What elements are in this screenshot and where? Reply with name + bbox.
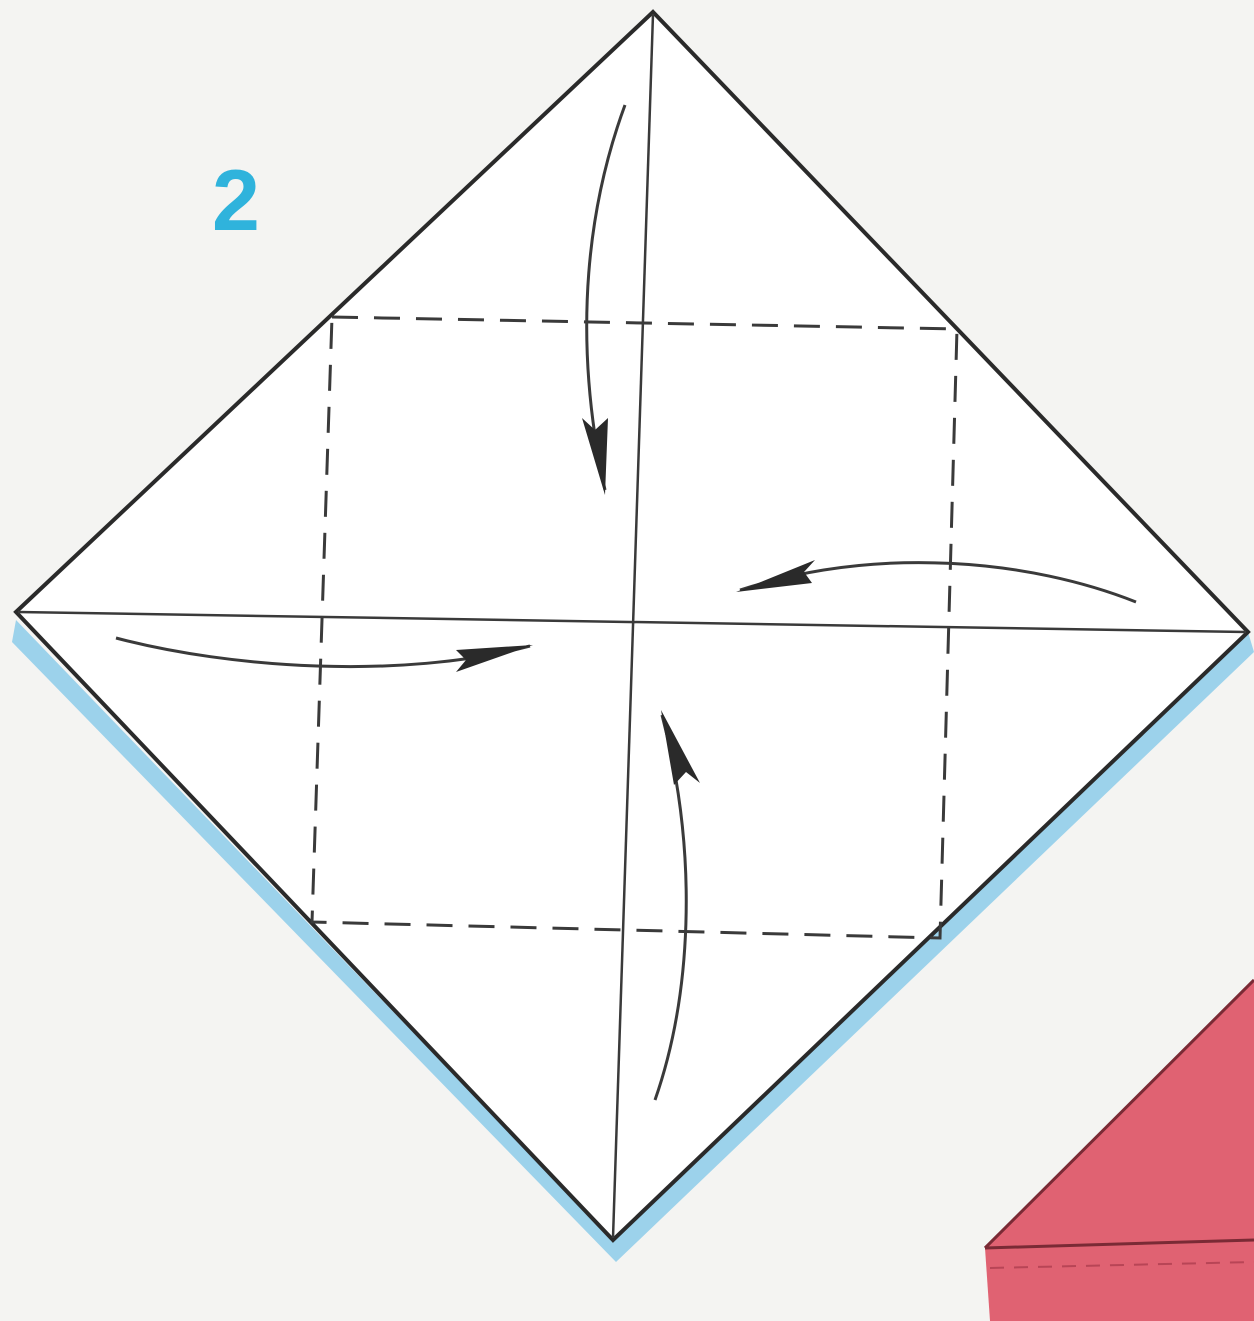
next-step-paper-preview <box>985 980 1254 1321</box>
step-number: 2 <box>212 158 260 244</box>
